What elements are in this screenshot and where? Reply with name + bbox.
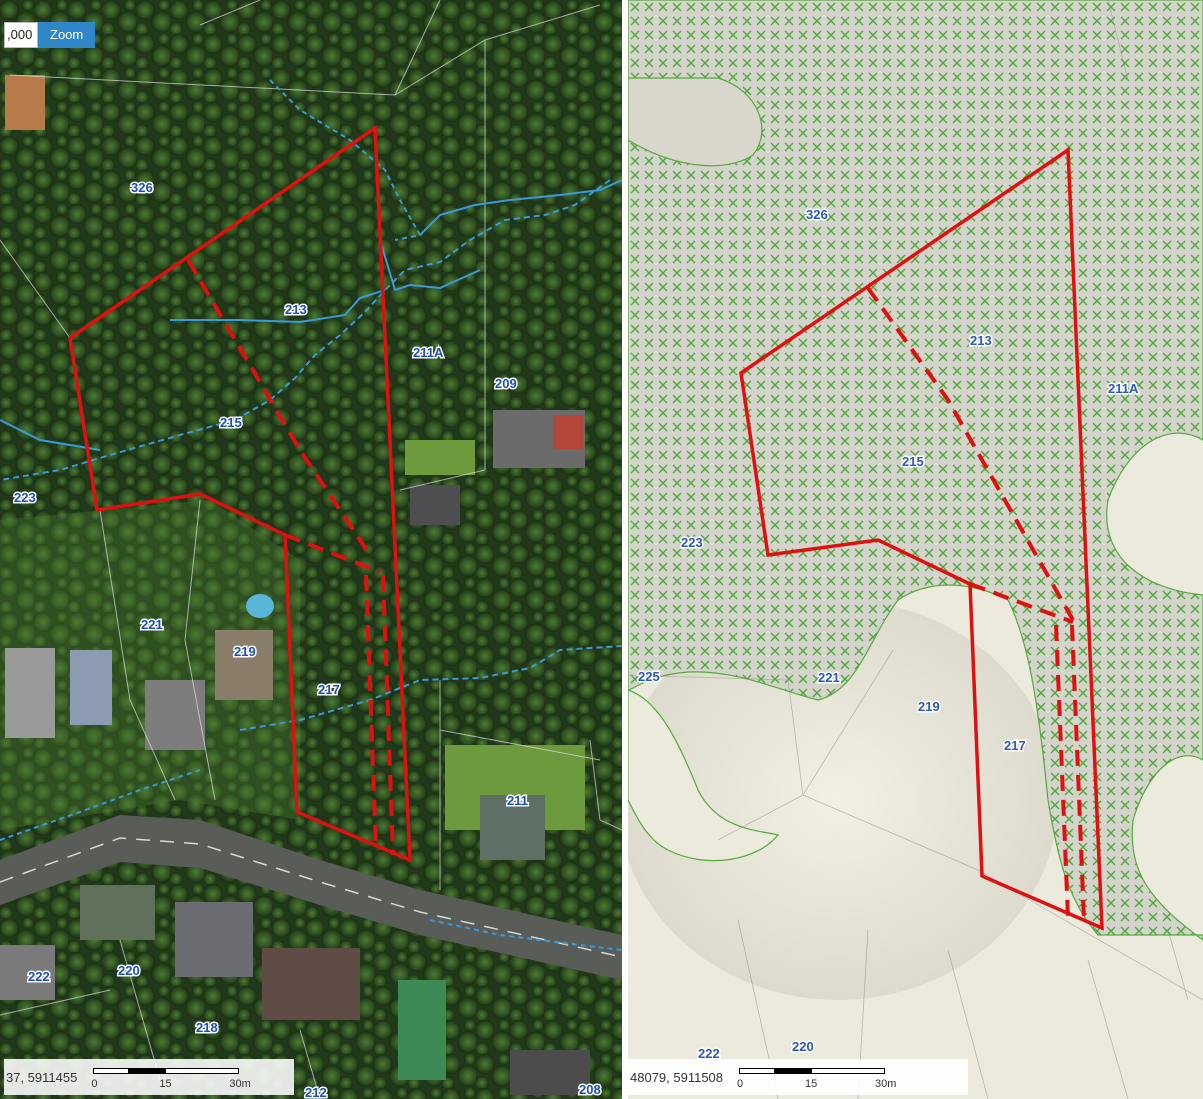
- parcel-label-222: 222: [28, 969, 50, 984]
- site-boundary: [739, 146, 1104, 931]
- parcel-lines: [0, 0, 622, 1099]
- clearing: [628, 689, 780, 862]
- parcel-labels: 326 213 211A 209 215 223 221 219 217 211…: [13, 179, 603, 1099]
- scale-label: 0: [91, 1078, 98, 1090]
- scale-label: 15: [159, 1078, 172, 1090]
- terrain-shade: [628, 600, 1058, 1000]
- parcel-label-215: 215: [902, 454, 924, 469]
- zoom-button[interactable]: Zoom: [38, 22, 96, 48]
- overlay-map[interactable]: 326 213 211A 215 223 225 221 219 217 222…: [628, 0, 1203, 1099]
- parcel-label-223: 223: [681, 535, 703, 550]
- parcel-label-223: 223: [14, 490, 36, 505]
- aerial-map[interactable]: 326 213 211A 209 215 223 221 219 217 211…: [0, 0, 622, 1099]
- parcel-label-212: 212: [305, 1085, 327, 1099]
- buildings: [0, 75, 590, 1095]
- parcel-label-215: 215: [220, 415, 242, 430]
- scale-bar: 0 15 30m: [737, 1062, 896, 1092]
- site-boundary: [68, 124, 412, 863]
- streams: [0, 79, 622, 951]
- parcel-labels: 326 213 211A 215 223 225 221 219 217 222…: [637, 206, 1141, 1063]
- lawn: [405, 440, 475, 475]
- parcel-label-220: 220: [792, 1039, 814, 1054]
- parcel-label-211a: 211A: [1108, 381, 1139, 396]
- parcel-label-213: 213: [285, 302, 307, 317]
- right-status-bar: 48079, 5911508 0 15 30m: [628, 1059, 968, 1095]
- scale-label: 0: [737, 1078, 744, 1090]
- zoom-control: ,000 Zoom: [4, 22, 96, 48]
- parcel-label-221: 221: [818, 670, 840, 685]
- parcel-label-219: 219: [234, 644, 256, 659]
- parcel-label-222: 222: [698, 1046, 720, 1061]
- panel-divider: [622, 0, 628, 1099]
- zoom-input[interactable]: ,000: [4, 22, 38, 48]
- parcel-label-326: 326: [806, 207, 828, 222]
- parcel-label-220: 220: [118, 963, 140, 978]
- parcel-label-213: 213: [970, 333, 992, 348]
- parcel-label-209: 209: [495, 376, 517, 391]
- parcel-lines: [628, 0, 1203, 1099]
- scale-bar: 0 15 30m: [91, 1062, 251, 1092]
- road: [0, 815, 622, 980]
- overlay-map-panel[interactable]: 326 213 211A 215 223 225 221 219 217 222…: [628, 0, 1203, 1099]
- parcel-label-221: 221: [141, 617, 163, 632]
- left-status-bar: 37, 5911455 0 15 30m: [4, 1059, 294, 1095]
- scale-label: 30m: [875, 1078, 897, 1090]
- road-centerline: [0, 837, 622, 958]
- parcel-label-218: 218: [196, 1020, 218, 1035]
- scale-label: 30m: [229, 1078, 251, 1090]
- parcel-label-217: 217: [1004, 738, 1026, 753]
- parcel-label-211: 211: [507, 793, 528, 808]
- garden-area: [0, 500, 300, 830]
- parcel-label-211a: 211A: [413, 345, 444, 360]
- parcel-label-217: 217: [318, 682, 340, 697]
- scale-label: 15: [805, 1078, 818, 1090]
- parcel-label-208: 208: [579, 1082, 601, 1097]
- parcel-label-225: 225: [638, 669, 660, 684]
- parcel-label-219: 219: [918, 699, 940, 714]
- clearing: [628, 77, 763, 167]
- parcel-label-326: 326: [131, 180, 153, 195]
- aerial-map-panel[interactable]: 326 213 211A 209 215 223 221 219 217 211…: [0, 0, 622, 1099]
- coordinate-readout: 48079, 5911508: [630, 1069, 724, 1085]
- coordinate-readout: 37, 5911455: [6, 1069, 78, 1085]
